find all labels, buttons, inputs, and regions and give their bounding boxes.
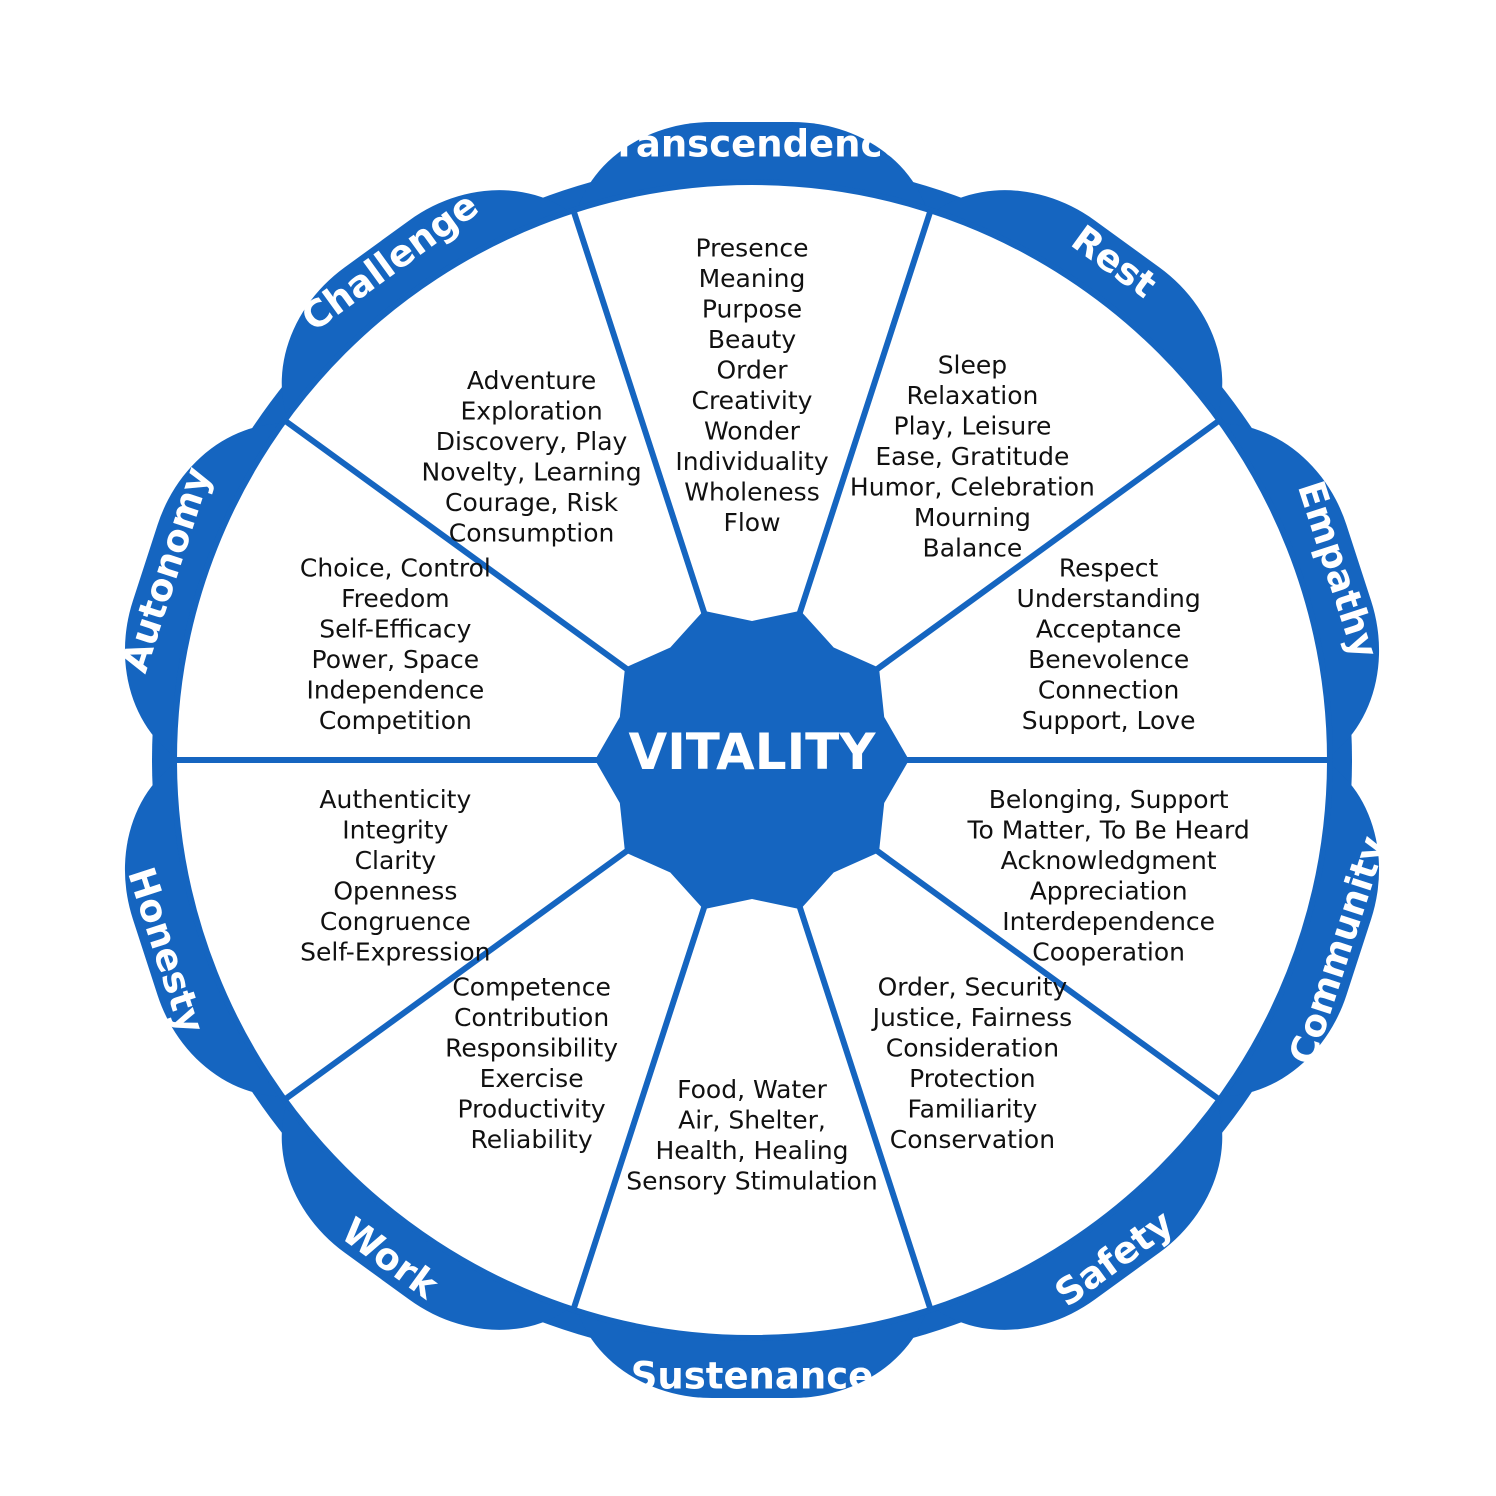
spoke-line (859, 417, 1222, 684)
need-item: Flow (723, 508, 780, 537)
need-item: Wonder (704, 416, 801, 445)
need-item: Consumption (449, 518, 615, 547)
need-item: Mourning (914, 503, 1031, 532)
spoke-layer (174, 209, 1330, 1311)
need-item: Familiarity (908, 1095, 1038, 1124)
hub-title: VITALITY (629, 723, 877, 781)
need-item: Exploration (460, 396, 602, 425)
need-item: Self-Efficacy (319, 614, 471, 643)
need-item: Wholeness (684, 477, 819, 506)
need-item: Novelty, Learning (422, 457, 642, 486)
need-item: Choice, Control (300, 553, 491, 582)
need-item: Congruence (320, 907, 471, 936)
need-item: Independence (306, 675, 484, 704)
need-item: Benevolence (1028, 645, 1189, 674)
need-item: Sensory Stimulation (626, 1166, 877, 1195)
need-item: Acceptance (1036, 614, 1182, 643)
spoke-line (570, 887, 714, 1311)
need-item: Justice, Fairness (871, 1003, 1072, 1032)
needs-list-honesty: AuthenticityIntegrityClarityOpennessCong… (300, 785, 490, 967)
need-item: Purpose (702, 294, 802, 323)
need-item: Respect (1059, 553, 1159, 582)
need-item: Ease, Gratitude (875, 442, 1069, 471)
need-item: Consideration (886, 1034, 1059, 1063)
needs-list-work: CompetenceContributionResponsibilityExer… (445, 973, 618, 1155)
need-item: To Matter, To Be Heard (967, 816, 1250, 845)
spoke-line (790, 209, 934, 633)
need-item: Individuality (675, 447, 829, 476)
need-item: Power, Space (312, 645, 480, 674)
need-item: Support, Love (1022, 706, 1196, 735)
need-item: Creativity (692, 386, 813, 415)
need-item: Courage, Risk (445, 488, 619, 517)
need-item: Responsibility (445, 1034, 618, 1063)
spoke-line (282, 836, 645, 1103)
needs-list-transcendence: PresenceMeaningPurposeBeautyOrderCreativ… (675, 233, 829, 537)
need-item: Play, Leisure (894, 412, 1052, 441)
need-item: Belonging, Support (989, 785, 1229, 814)
need-item: Integrity (342, 816, 448, 845)
need-item: Order, Security (878, 973, 1068, 1002)
need-item: Sleep (938, 351, 1007, 380)
petal-label-transcendence: Transcendence (596, 123, 907, 166)
needs-layer: PresenceMeaningPurposeBeautyOrderCreativ… (300, 233, 1250, 1195)
need-item: Competition (319, 706, 472, 735)
need-item: Interdependence (1002, 907, 1215, 936)
need-item: Food, Water (677, 1075, 827, 1104)
need-item: Presence (695, 233, 808, 262)
need-item: Authenticity (319, 785, 471, 814)
needs-list-autonomy: Choice, ControlFreedomSelf-EfficacyPower… (300, 553, 491, 735)
need-item: Self-Expression (300, 938, 490, 967)
needs-list-empathy: RespectUnderstandingAcceptanceBenevolenc… (1017, 553, 1201, 735)
petal-label-sustenance: Sustenance (631, 1355, 873, 1398)
need-item: Protection (909, 1064, 1035, 1093)
need-item: Competence (452, 973, 611, 1002)
need-item: Discovery, Play (436, 427, 628, 456)
need-item: Exercise (480, 1064, 584, 1093)
need-item: Productivity (457, 1095, 605, 1124)
need-item: Contribution (454, 1003, 609, 1032)
need-item: Relaxation (906, 381, 1038, 410)
need-item: Beauty (708, 325, 796, 354)
need-item: Health, Healing (655, 1136, 848, 1165)
spoke-line (282, 417, 645, 684)
vitality-hub (595, 610, 909, 910)
spoke-line (859, 836, 1222, 1103)
need-item: Reliability (471, 1125, 593, 1154)
need-item: Acknowledgment (1001, 846, 1217, 875)
need-item: Openness (333, 877, 457, 906)
spoke-line (790, 887, 934, 1311)
need-item: Appreciation (1030, 877, 1188, 906)
need-item: Clarity (355, 846, 437, 875)
spoke-line (570, 209, 714, 633)
need-item: Cooperation (1032, 938, 1185, 967)
need-item: Adventure (467, 366, 596, 395)
need-item: Balance (923, 534, 1023, 563)
need-item: Understanding (1017, 584, 1201, 613)
need-item: Connection (1038, 675, 1179, 704)
need-item: Conservation (890, 1125, 1055, 1154)
need-item: Freedom (341, 584, 450, 613)
need-item: Meaning (699, 264, 806, 293)
need-item: Humor, Celebration (850, 473, 1095, 502)
need-item: Order (716, 355, 788, 384)
need-item: Air, Shelter, (678, 1105, 826, 1134)
